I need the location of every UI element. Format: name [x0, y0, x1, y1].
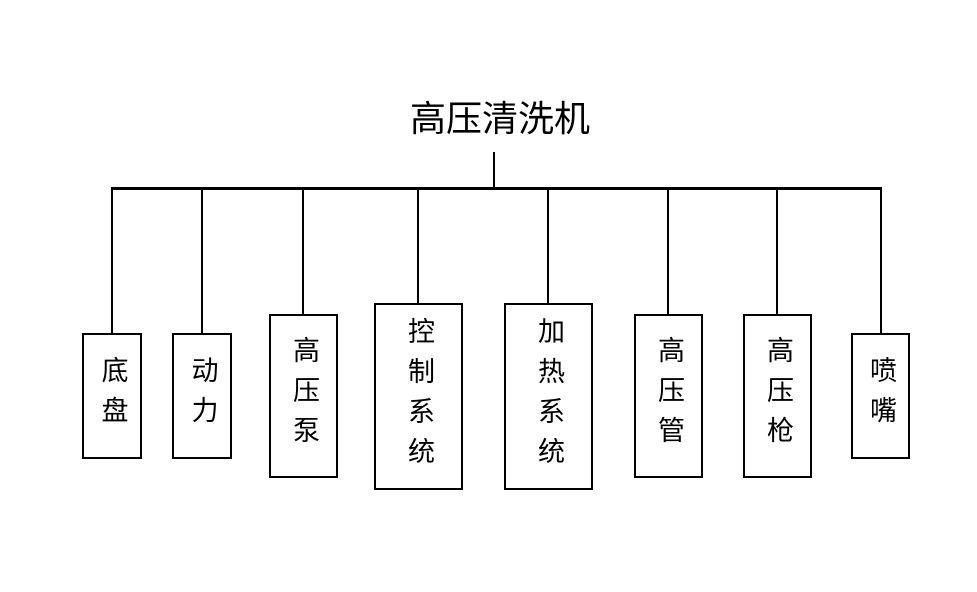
node-box-heating-system[interactable]: 加热系统: [504, 303, 593, 490]
drop-connector-1: [111, 189, 113, 335]
node-box-high-pressure-gun[interactable]: 高压枪: [743, 314, 812, 478]
drop-connector-3: [302, 189, 304, 315]
node-label-control-system: 控制系统: [403, 316, 434, 477]
node-box-nozzle[interactable]: 喷嘴: [851, 333, 910, 459]
node-label-chassis: 底盘: [96, 356, 128, 436]
drop-connector-8: [880, 189, 882, 335]
node-label-high-pressure-hose: 高压管: [653, 336, 684, 456]
node-label-high-pressure-pump: 高压泵: [288, 336, 319, 456]
horizontal-bus-connector: [111, 187, 882, 190]
node-box-high-pressure-hose[interactable]: 高压管: [634, 314, 703, 478]
root-node-title: 高压清洗机: [409, 99, 590, 140]
node-label-power: 动力: [186, 356, 218, 436]
node-label-nozzle: 喷嘴: [865, 356, 896, 436]
drop-connector-4: [417, 189, 419, 304]
node-box-power[interactable]: 动力: [172, 333, 232, 459]
drop-connector-5: [547, 189, 549, 304]
drop-connector-6: [667, 189, 669, 315]
node-box-high-pressure-pump[interactable]: 高压泵: [269, 314, 338, 478]
node-label-heating-system: 加热系统: [533, 316, 564, 477]
node-box-control-system[interactable]: 控制系统: [374, 303, 463, 490]
drop-connector-7: [776, 189, 778, 315]
node-box-chassis[interactable]: 底盘: [82, 333, 142, 459]
node-label-high-pressure-gun: 高压枪: [762, 336, 793, 456]
root-stem-connector: [493, 152, 495, 189]
drop-connector-2: [201, 189, 203, 335]
